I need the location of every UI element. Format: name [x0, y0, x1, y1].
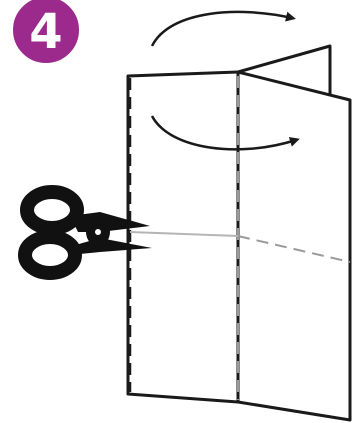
cut-guide-line	[237, 235, 351, 263]
right-panel	[236, 70, 352, 422]
cut-line	[129, 231, 239, 237]
fold-arrow-top-icon	[150, 10, 296, 47]
step-badge: 4	[7, 0, 85, 69]
fold-arrow-middle-icon	[150, 115, 300, 151]
left-panel	[126, 70, 240, 404]
scissors-icon	[18, 185, 152, 280]
step-badge-circle	[7, 0, 85, 69]
step-number: 4	[29, 4, 62, 60]
